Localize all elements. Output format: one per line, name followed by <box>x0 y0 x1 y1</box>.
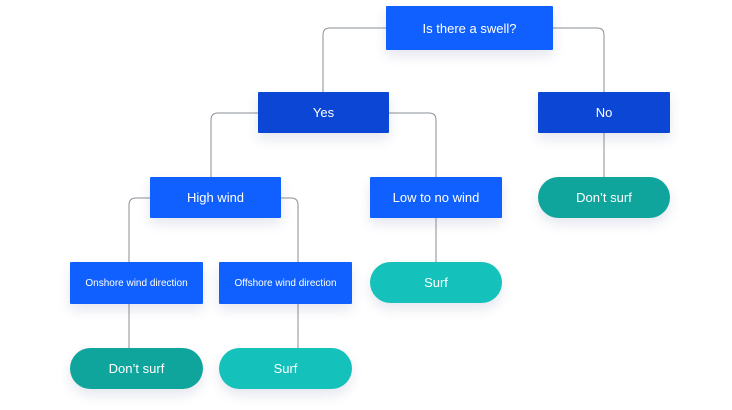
high-wind-label: High wind <box>186 190 245 205</box>
answer-no-label: No <box>595 105 613 120</box>
onshore-outcome-pill: Don’t surf <box>70 348 203 389</box>
low-wind-outcome-pill: Surf <box>370 262 502 303</box>
question-swell-node: Is there a swell? <box>386 6 553 50</box>
low-wind-outcome-label: Surf <box>424 275 448 290</box>
connector-high-offshore <box>281 197 299 262</box>
onshore-wind-node: Onshore wind direction <box>70 262 203 304</box>
no-swell-outcome-label: Don’t surf <box>576 190 632 205</box>
offshore-outcome-pill: Surf <box>219 348 352 389</box>
answer-no-node: No <box>538 92 670 133</box>
answer-yes-label: Yes <box>312 105 335 120</box>
onshore-outcome-label: Don’t surf <box>108 361 165 376</box>
answer-yes-node: Yes <box>258 92 389 133</box>
connector-swell-no <box>553 27 605 92</box>
no-swell-outcome-pill: Don’t surf <box>538 177 670 218</box>
connector-yes-high <box>210 112 258 177</box>
offshore-outcome-label: Surf <box>273 361 298 376</box>
onshore-wind-label: Onshore wind direction <box>85 277 188 289</box>
offshore-wind-label: Offshore wind direction <box>234 277 337 289</box>
question-swell-label: Is there a swell? <box>422 20 517 36</box>
low-wind-node: Low to no wind <box>370 177 502 218</box>
connector-yes-low <box>389 112 437 177</box>
connector-swell-yes <box>322 27 386 92</box>
offshore-wind-node: Offshore wind direction <box>219 262 352 304</box>
low-wind-label: Low to no wind <box>392 190 480 205</box>
connector-high-onshore <box>128 197 150 262</box>
high-wind-node: High wind <box>150 177 281 218</box>
